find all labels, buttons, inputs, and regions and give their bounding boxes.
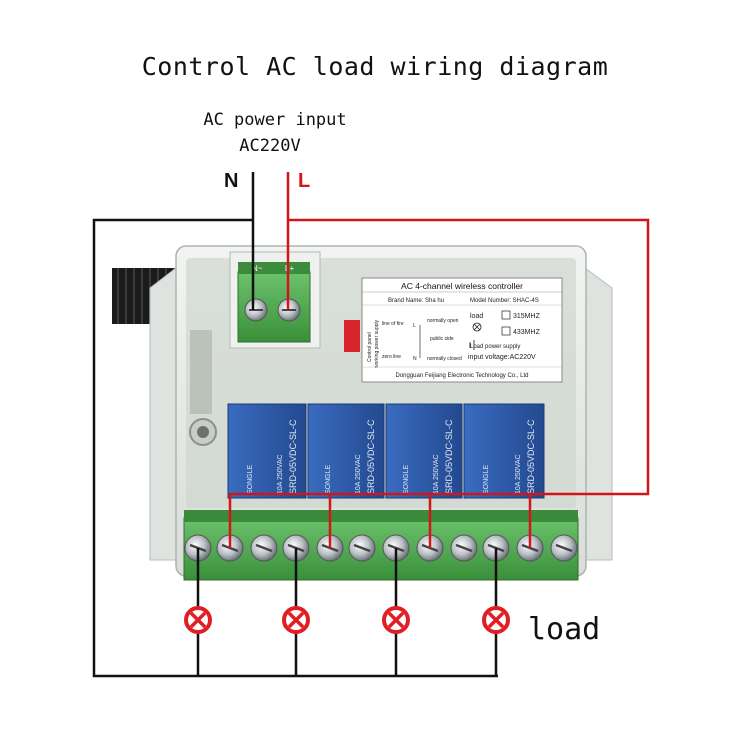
relay-2-brand: SONGLE xyxy=(325,464,332,494)
live-label: L xyxy=(298,170,311,192)
load-lamps xyxy=(184,606,510,634)
label-checkbox-315 xyxy=(501,310,511,320)
relay-4: SRD-05VDC-SL-C 10A 250VAC SONGLE xyxy=(463,403,545,499)
board-capacitor xyxy=(344,320,360,352)
relay-2: SRD-05VDC-SL-C 10A 250VAC SONGLE xyxy=(307,403,385,499)
label-public-side: public side xyxy=(430,336,454,342)
load-lamp-4 xyxy=(482,606,510,634)
label-model: Model Number: SHAC-4S xyxy=(470,298,539,304)
output-screw-slot-9 xyxy=(455,543,473,553)
power-input-label: AC power input xyxy=(203,110,347,130)
label-input-voltage: input voltage:AC220V xyxy=(468,354,536,361)
label-manufacturer: Dongguan Feijiang Electronic Technology … xyxy=(396,373,529,379)
label-line-of-fire: line of fire xyxy=(382,321,404,327)
diagram-title: Control AC load wiring diagram xyxy=(141,52,609,81)
label-l-mark: L xyxy=(413,323,416,329)
label-checkbox-433 xyxy=(501,326,511,336)
relay-4-rating: 10A 250VAC xyxy=(515,454,522,494)
relay-4-model: SRD-05VDC-SL-C xyxy=(526,419,536,494)
label-load-power-supply: Load power supply xyxy=(470,344,520,350)
relay-4-brand: SONGLE xyxy=(483,464,490,494)
relay-3: SRD-05VDC-SL-C 10A 250VAC SONGLE xyxy=(385,403,463,499)
label-side-text-2: working power supply xyxy=(374,319,380,368)
relay-1-brand: SONGLE xyxy=(247,464,254,494)
live-bus-wire xyxy=(228,218,650,548)
label-lamp-icon xyxy=(472,322,482,332)
load-lamp-1 xyxy=(184,606,212,634)
load-lamp-2 xyxy=(282,606,310,634)
relay-3-brand: SONGLE xyxy=(403,464,410,494)
load-lamp-3 xyxy=(382,606,410,634)
load-label: load xyxy=(528,612,601,647)
label-brand: Brand Name: Sha hu xyxy=(388,298,444,304)
product-info-label: AC 4-channel wireless controller Brand N… xyxy=(361,277,563,383)
power-voltage-label: AC220V xyxy=(239,136,301,156)
relay-3-rating: 10A 250VAC xyxy=(433,454,440,494)
label-freq-315: 315MHZ xyxy=(513,313,541,320)
relay-1-model: SRD-05VDC-SL-C xyxy=(288,419,298,494)
label-n-mark: N xyxy=(413,356,417,362)
label-zero-line: zero line xyxy=(382,354,401,360)
output-screw-slot-12 xyxy=(555,543,573,553)
relay-1-rating: 10A 250VAC xyxy=(277,454,284,494)
power-terminal-block: N~ L+ xyxy=(237,262,311,343)
label-freq-433: 433MHZ xyxy=(513,329,541,336)
label-side-text-1: Control panel xyxy=(367,332,373,362)
output-terminal-block xyxy=(183,510,579,581)
label-heading: AC 4-channel wireless controller xyxy=(401,281,523,291)
power-terminal-label-n: N~ xyxy=(252,264,263,273)
label-load-text: load xyxy=(470,313,483,320)
label-normally-open: normally open xyxy=(427,318,459,324)
relay-2-model: SRD-05VDC-SL-C xyxy=(366,419,376,494)
mounting-hole-center xyxy=(197,426,209,438)
pcb-marking-strip xyxy=(190,330,212,414)
left-mount-flange xyxy=(149,266,177,561)
relay-1: SRD-05VDC-SL-C 10A 250VAC SONGLE xyxy=(227,403,307,499)
neutral-label: N xyxy=(224,170,239,192)
output-screw-slot-6 xyxy=(353,543,371,553)
relay-3-model: SRD-05VDC-SL-C xyxy=(444,419,454,494)
power-terminal-label-l: L+ xyxy=(285,264,294,273)
relay-2-rating: 10A 250VAC xyxy=(355,454,362,494)
label-normally-closed: normally closed xyxy=(427,356,462,362)
output-screw-slot-3 xyxy=(255,543,273,553)
right-mount-flange xyxy=(584,267,613,561)
